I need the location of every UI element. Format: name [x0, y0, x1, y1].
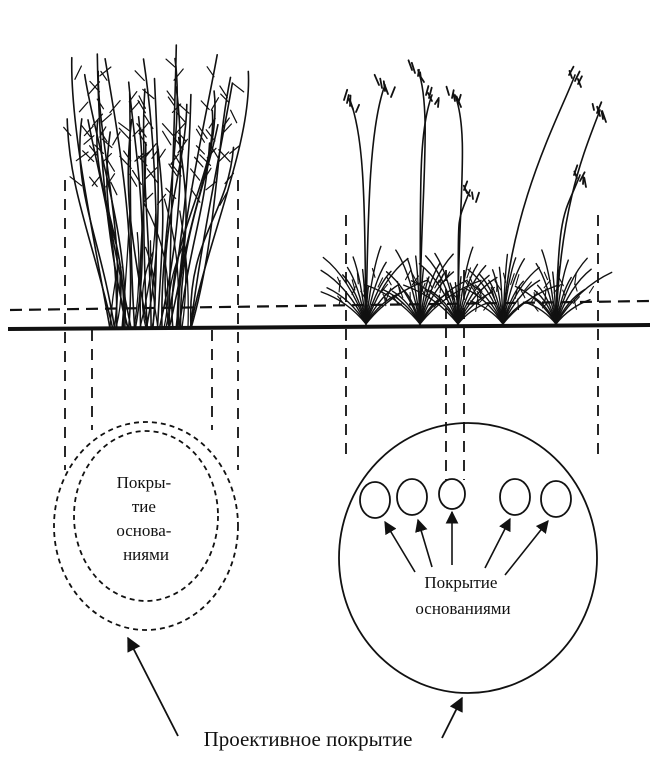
tussock-grass-drawing: [64, 45, 249, 328]
tussock-branch: [219, 152, 229, 162]
tuft-spike: [364, 285, 365, 291]
tussock-branch: [92, 176, 100, 186]
tussock-branch: [220, 86, 227, 97]
tussock-branch: [207, 67, 214, 77]
tussock-branch: [111, 182, 117, 195]
base-circle-5: [541, 481, 571, 517]
tuft-panicle: [380, 79, 382, 88]
tuft-flower-stem: [556, 110, 600, 324]
tussock-branch: [75, 66, 82, 79]
tuft-panicle: [584, 178, 586, 187]
tussock-branch: [233, 83, 244, 92]
tussock-branch: [102, 114, 112, 123]
tuft-panicle: [476, 193, 479, 202]
projective-arrows: [128, 638, 462, 738]
base-arrows: [385, 512, 548, 575]
right-coverage-group: [339, 423, 597, 693]
tussock-branch: [163, 131, 171, 145]
tuft-panicle: [391, 87, 395, 97]
tussock-branch: [177, 112, 186, 122]
base-circle-3: [439, 479, 465, 509]
left-label-line-1: Покры-: [117, 473, 172, 492]
left-label-line-2: тие: [132, 497, 156, 516]
base-circle-2: [397, 479, 427, 515]
tuft-panicle: [356, 105, 359, 112]
left-label-line-3: основа-: [116, 521, 171, 540]
tussock-stem: [177, 55, 217, 328]
tuft-panicle: [344, 90, 347, 100]
tussock-branch: [76, 152, 88, 161]
tuft-panicle: [375, 75, 379, 85]
base-circle-1: [360, 482, 390, 518]
tuft-panicle: [409, 60, 413, 70]
tuft-panicle: [574, 172, 577, 179]
tuft-panicle: [447, 87, 450, 95]
soil-line: [8, 325, 650, 329]
base-circle-4: [500, 479, 530, 515]
tussock-branch: [79, 102, 88, 112]
tuft-spike: [589, 287, 593, 294]
tuft-panicle: [472, 192, 473, 199]
right-projection-lines: [346, 215, 598, 480]
right-label-line-2: основаниями: [415, 599, 510, 618]
tussock-branch: [135, 71, 144, 81]
tussock-branch: [168, 97, 175, 106]
right-projective-ellipse: [339, 423, 597, 693]
left-coverage-label: Покры- тие основа- ниями: [116, 473, 175, 564]
tufted-grasses-drawing: [321, 60, 612, 324]
left-inner-dashed-circle: [74, 431, 218, 601]
tussock-branch: [110, 101, 120, 113]
tuft-panicle: [438, 100, 439, 107]
left-label-line-4: ниями: [123, 545, 169, 564]
tuft-panicle: [583, 177, 584, 184]
right-coverage-label: Покрытие основаниями: [415, 573, 510, 618]
tussock-branch: [231, 110, 237, 123]
tuft-panicle: [593, 104, 594, 110]
projective-coverage-label: Проективное покрытие: [204, 727, 413, 751]
right-label-line-1: Покрытие: [424, 573, 497, 592]
tuft-panicle: [412, 63, 415, 73]
tussock-branch: [108, 160, 115, 171]
tussock-branch: [166, 59, 176, 68]
tuft-spike: [544, 272, 547, 279]
